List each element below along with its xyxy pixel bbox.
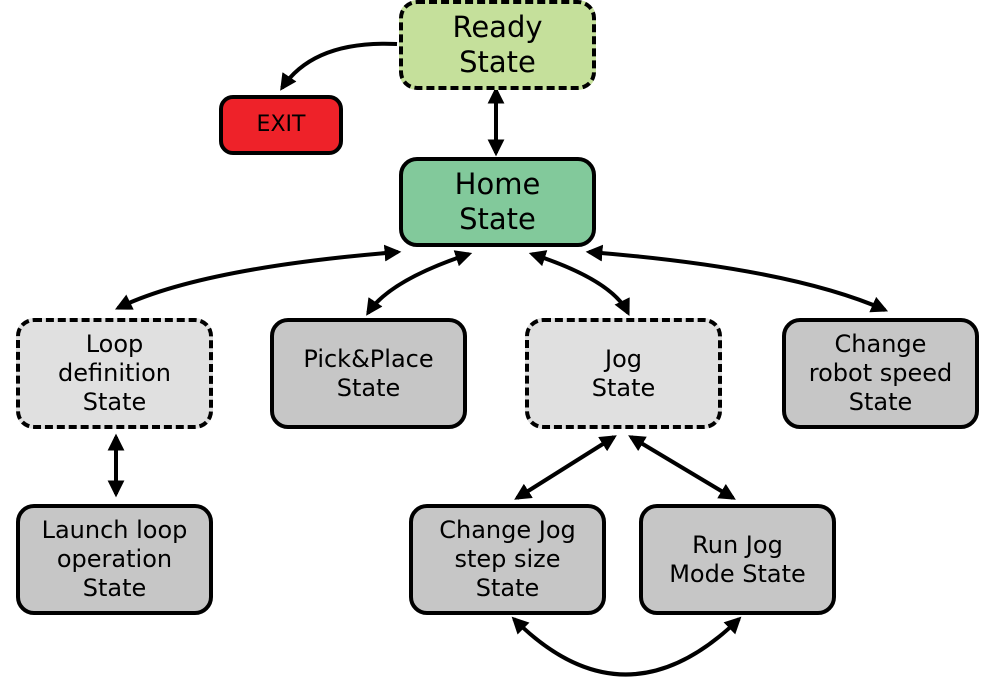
change-speed-line2: robot speed <box>808 359 953 388</box>
ready-state-line1: Ready <box>452 9 543 44</box>
edge-home-loop-definition <box>114 244 402 310</box>
run-jog-line2: Mode State <box>669 559 806 588</box>
run-jog-line1: Run Jog <box>692 530 783 559</box>
launch-loop-line1: Launch loop <box>41 516 188 545</box>
edge-home-change-speed <box>585 244 889 313</box>
loop-definition-line2: definition <box>58 359 171 388</box>
change-speed-line1: Change <box>834 330 927 359</box>
jog-state-line1: Jog <box>605 344 642 373</box>
change-jog-step-line1: Change Jog <box>439 516 576 545</box>
edge-home-pick-place <box>366 250 473 316</box>
exit-node: EXIT <box>219 95 343 155</box>
change-speed-line3: State <box>848 387 913 416</box>
edge-change-jog-step-run-jog <box>511 616 742 677</box>
edge-jog-run-jog <box>628 435 736 500</box>
edge-jog-change-jog-step <box>514 435 617 500</box>
loop-definition-line3: State <box>82 387 147 416</box>
change-jog-step-line3: State <box>475 573 540 602</box>
edge-home-jog <box>528 250 630 317</box>
ready-state-line2: State <box>459 45 536 79</box>
launch-loop-line2: operation <box>56 545 173 574</box>
pick-place-line1: Pick&Place <box>303 344 434 373</box>
edge-ready-to-exit <box>280 41 398 91</box>
change-jog-step-line2: step size <box>454 545 561 574</box>
jog-state-line2: State <box>591 373 656 402</box>
loop-definition-line1: Loop <box>85 330 144 359</box>
pick-place-line2: State <box>336 373 401 402</box>
launch-loop-line3: State <box>82 573 147 602</box>
home-state-line2: State <box>459 202 536 236</box>
home-state-line1: Home <box>454 166 541 201</box>
exit-label: EXIT <box>256 111 306 137</box>
